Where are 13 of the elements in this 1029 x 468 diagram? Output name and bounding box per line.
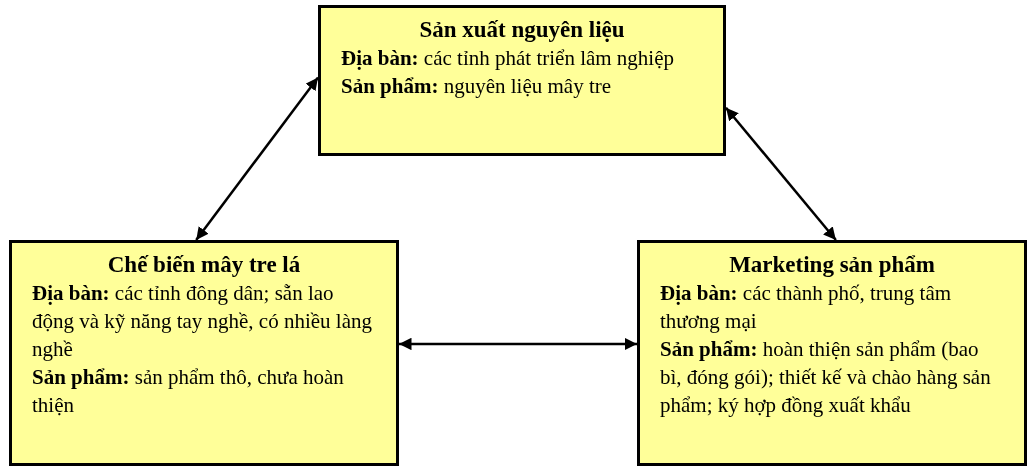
box-text: Địa bàn: các tỉnh phát triển lâm nghiệp xyxy=(341,45,676,72)
double-arrow xyxy=(399,337,637,351)
box-title: Sản xuất nguyên liệu xyxy=(418,16,626,44)
process-box xyxy=(637,240,1027,466)
box-text: Sản phẩm: sản phẩm thô, chưa hoàn thiện xyxy=(32,364,345,419)
box-title: Chế biến mây tre lá xyxy=(106,251,302,279)
box-text: Sản phẩm: nguyên liệu mây tre xyxy=(341,73,613,100)
process-box xyxy=(318,5,726,156)
process-box xyxy=(9,240,399,466)
double-arrow xyxy=(725,106,837,241)
box-text: Sản phẩm: hoàn thiện sản phẩm (bao bì, đóng gói); thiết kế và chào hàng sản phẩm; ký hợp đồng xuất khẩu xyxy=(660,336,992,419)
box-title: Marketing sản phẩm xyxy=(728,251,936,279)
double-arrow xyxy=(195,76,319,241)
